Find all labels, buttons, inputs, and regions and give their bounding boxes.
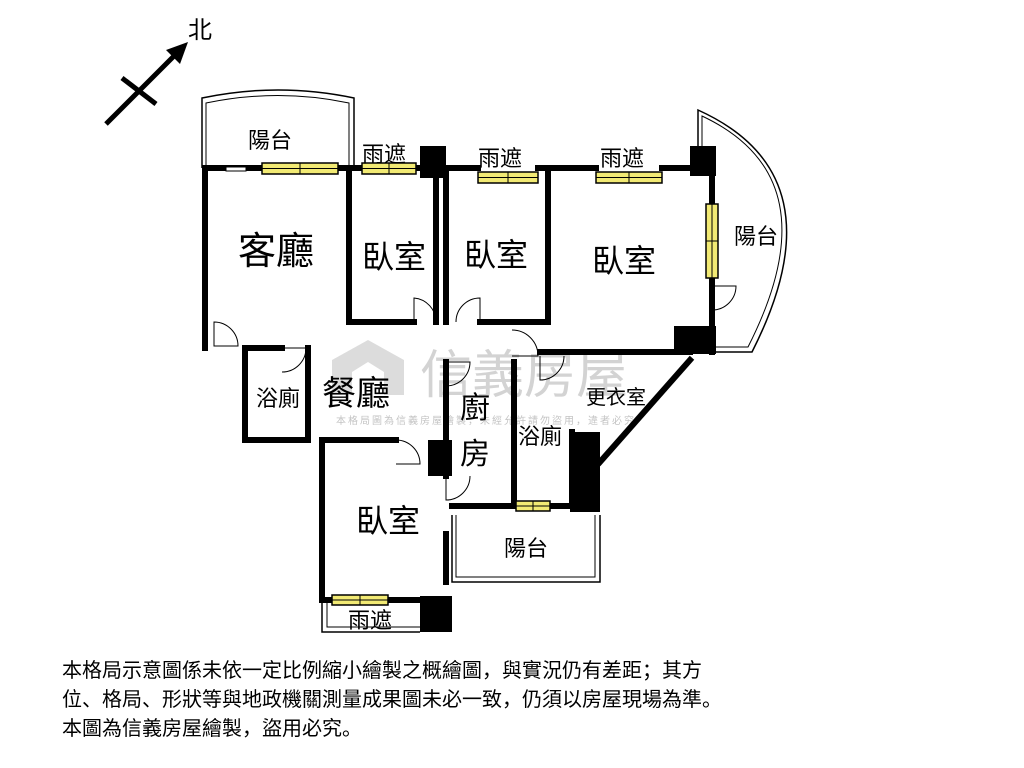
window-icon (477, 171, 539, 184)
door-icon (395, 439, 421, 465)
balcony-outlines (201, 89, 788, 633)
structural-columns (420, 146, 716, 632)
door-icon (511, 329, 539, 357)
room-label-awning: 雨遮 (600, 147, 644, 172)
door-icon (445, 361, 471, 387)
window-icon (595, 171, 663, 184)
room-label-bedroom: 臥室 (464, 236, 528, 274)
room-label-awning: 雨遮 (362, 143, 406, 168)
room-label-balcony: 陽台 (504, 537, 548, 562)
door-icon (711, 285, 737, 311)
room-label-awning: 雨遮 (478, 147, 522, 172)
room-label-living-room: 客廳 (238, 229, 314, 273)
window-icon (705, 203, 719, 279)
windows (261, 162, 719, 606)
door-icon (539, 355, 565, 381)
room-label-bedroom: 臥室 (592, 242, 656, 280)
door-icon (445, 475, 471, 501)
disclaimer-line: 本圖為信義房屋繪製，盜用必究。 (62, 716, 362, 740)
door-icon (213, 321, 239, 347)
disclaimer-text: 本格局示意圖係未依一定比例縮小繪製之概繪圖，與實況仍有差距；其方 位、格局、形狀… (62, 656, 962, 743)
room-label-kitchen: 房 (460, 437, 490, 472)
room-label-awning: 雨遮 (348, 609, 392, 634)
brand-logo-icon (332, 340, 404, 395)
room-label-bathroom: 浴廁 (518, 425, 562, 450)
window-icon (361, 162, 417, 175)
disclaimer-line: 位、格局、形狀等與地政機關測量成果圖未必一致，仍須以房屋現場為準。 (62, 687, 722, 711)
room-label-bathroom: 浴廁 (256, 387, 300, 412)
door-icon (413, 297, 437, 323)
north-label: 北 (188, 16, 212, 44)
room-label-bedroom: 臥室 (362, 238, 426, 276)
floor-plan: 信義房屋 本格局圖為信義房屋繪製，未經允許請勿盜用，違者必究 北 (104, 16, 788, 634)
room-label-bedroom: 臥室 (356, 502, 420, 540)
door-icon (281, 347, 307, 373)
room-label-balcony: 陽台 (248, 129, 292, 154)
window-icon (261, 162, 339, 175)
room-label-kitchen: 廚 (460, 391, 490, 426)
door-icon (455, 297, 481, 323)
disclaimer-line: 本格局示意圖係未依一定比例縮小繪製之概繪圖，與實況仍有差距；其方 (62, 658, 702, 682)
north-arrow-icon (104, 42, 188, 126)
room-label-dressing-room: 更衣室 (586, 385, 646, 409)
room-label-dining-room: 餐廳 (322, 374, 390, 414)
room-label-balcony: 陽台 (734, 225, 778, 250)
window-icon (515, 500, 551, 512)
window-icon (331, 594, 389, 606)
watermark-notice: 本格局圖為信義房屋繪製，未經允許請勿盜用，違者必究 (336, 414, 636, 427)
doors (213, 166, 737, 501)
